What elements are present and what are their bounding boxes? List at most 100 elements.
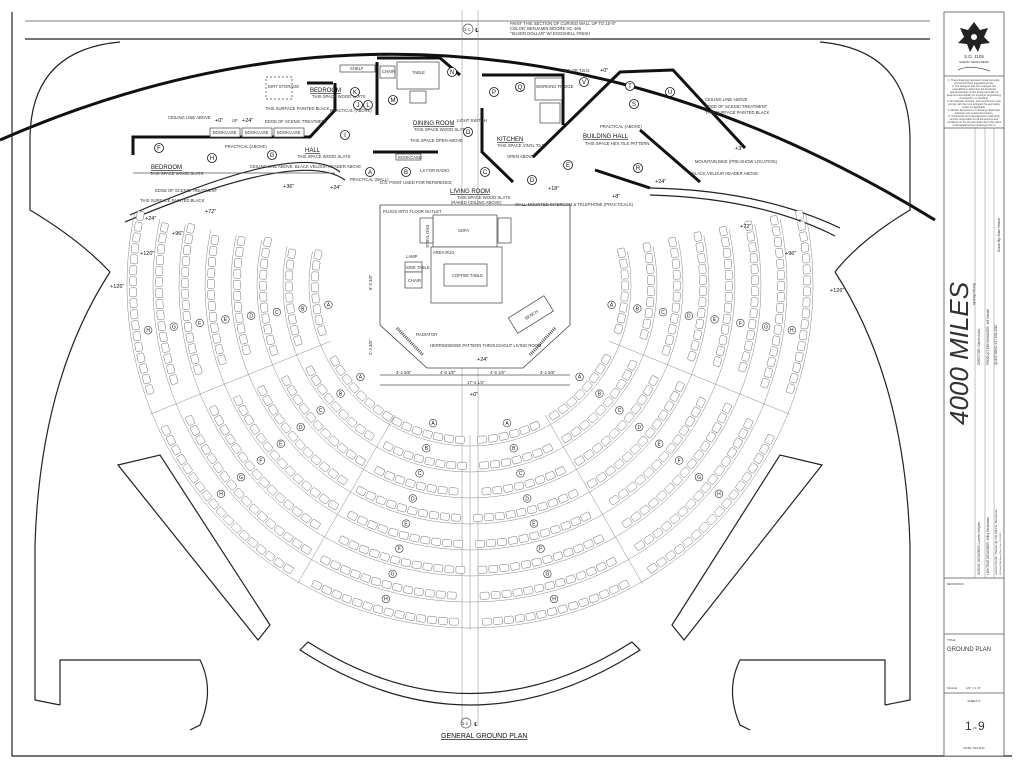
seat (682, 536, 694, 548)
row-letter: F (198, 321, 201, 327)
elevation-label: +24" (145, 216, 156, 222)
seat (600, 435, 612, 447)
seat (690, 529, 702, 541)
seat (720, 324, 730, 335)
row-letter-marker (502, 419, 512, 428)
seat (644, 427, 656, 439)
practical-marker (207, 153, 217, 163)
seat (557, 604, 568, 614)
seat (771, 335, 781, 346)
row-letter: C (618, 408, 622, 414)
seat (592, 442, 603, 454)
living-room-note: THIS SPACE WOOD SLATS (457, 195, 511, 200)
seat (630, 443, 641, 455)
seat (622, 369, 633, 381)
seat (341, 594, 353, 604)
seat (186, 223, 195, 234)
row-letter-marker (787, 326, 796, 335)
seat (777, 281, 785, 291)
seat (647, 286, 655, 296)
seat (208, 311, 218, 322)
seat (763, 367, 773, 378)
note-edge-scenic-right: EDGE OF SCENIC TREATMENT (705, 104, 768, 109)
seat (327, 468, 339, 479)
sheet-of: OF (973, 726, 977, 730)
seat (728, 489, 739, 501)
practical-marker-letter: L (366, 103, 370, 109)
seat (536, 610, 547, 619)
note-intercom: WALL-MOUNTED INTERCOM & TELEPHONE (PRACT… (515, 202, 634, 207)
seat (422, 562, 433, 571)
seat (711, 422, 722, 433)
seat (305, 365, 316, 377)
seat (249, 423, 260, 435)
practical-marker-letter: O (466, 130, 471, 136)
seat (237, 451, 249, 463)
seat (620, 269, 629, 280)
note-1: 1. These drawings represent visual conce… (948, 79, 1000, 85)
seat (364, 398, 376, 409)
practical-marker (447, 67, 457, 77)
seat (514, 614, 525, 623)
seat (135, 210, 145, 221)
practical-marker-letter: J (357, 103, 360, 109)
seat (185, 332, 195, 343)
seat (259, 291, 268, 302)
row-letter: A (578, 375, 582, 381)
seat (622, 451, 633, 463)
seat (643, 467, 654, 478)
seat (499, 563, 510, 572)
seat (664, 400, 675, 412)
elevation-label: +126" (830, 288, 844, 294)
seat (529, 531, 540, 541)
seat (776, 259, 785, 269)
seat (386, 499, 397, 509)
practical-marker (365, 167, 375, 177)
note-ceiling-line-right: CEILING LINE ABOVE (705, 97, 748, 102)
seat (169, 374, 179, 385)
seat (679, 425, 690, 437)
seat (665, 550, 677, 561)
seat (672, 291, 681, 302)
seat (596, 562, 607, 572)
row-letter-marker (684, 311, 693, 320)
seat (355, 455, 366, 466)
seat (670, 313, 679, 324)
seat (435, 590, 446, 599)
seat (497, 537, 507, 547)
note-practical-wall: PRACTICAL (WALL) (350, 177, 389, 182)
seat (400, 558, 411, 568)
seat (305, 412, 317, 423)
seat (411, 560, 422, 570)
seat (130, 309, 139, 320)
practical-marker (633, 163, 643, 173)
seat (388, 527, 399, 537)
seat (323, 393, 335, 404)
seat (743, 418, 754, 430)
seat (413, 454, 425, 464)
room-labels: BEDROOM THIS SPACE WOOD SLATS BEDROOM TH… (150, 88, 649, 176)
seat (545, 471, 556, 481)
seat (526, 505, 538, 515)
seat (300, 513, 312, 524)
seat (239, 530, 250, 541)
seat (335, 365, 346, 376)
seat (134, 341, 143, 352)
seat (490, 460, 501, 469)
practical-marker (515, 82, 525, 92)
practical-marker-letter: P (492, 90, 496, 96)
seat (207, 290, 216, 300)
seat (336, 474, 348, 485)
seat (726, 447, 738, 458)
row-letter-marker (144, 326, 153, 335)
seat (722, 247, 732, 258)
seat (570, 426, 582, 437)
annotation-notes: CEILING LINE ABOVE THIS SURFACE PAINTED … (140, 21, 778, 207)
seat (802, 253, 810, 264)
seat (695, 318, 704, 330)
side-table-label: SIDE TABLE (406, 265, 430, 270)
seat (608, 584, 620, 595)
seat (644, 253, 654, 264)
scale-label: SCALE: (947, 686, 958, 690)
